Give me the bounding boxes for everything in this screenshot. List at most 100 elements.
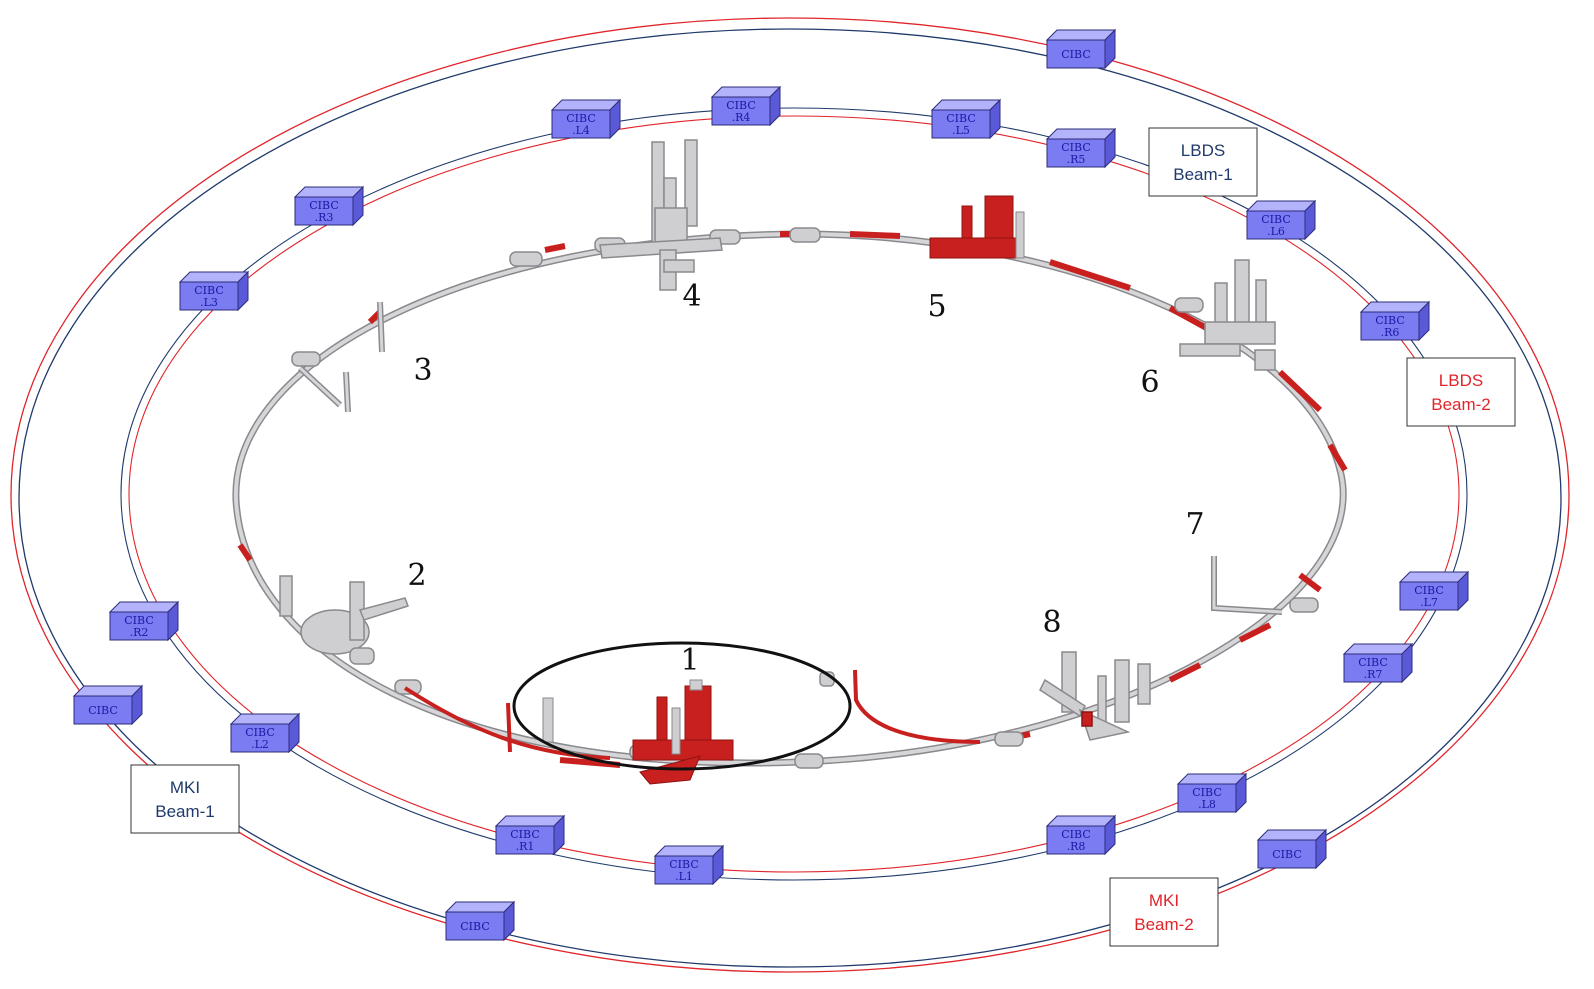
system-box-frame [1148,127,1258,197]
cibc-module-l3: CIBC.L3 [178,270,250,312]
cibc-module-outer-left: CIBC [72,684,144,726]
cibc-module-r3: CIBC.R3 [293,185,365,227]
cibc-module-top [229,713,301,725]
cibc-module-location: .L8 [1198,798,1216,811]
cibc-module-front [230,723,290,753]
system-name: LBDS [1181,141,1225,160]
cibc-module-location: .L1 [675,870,693,883]
cibc-module-location: .R1 [516,840,535,853]
cibc-module-l5: CIBC.L5 [930,98,1002,140]
cibc-module-front [294,196,354,226]
cibc-module-location: .L3 [200,296,218,309]
cibc-module-top [1045,815,1117,827]
system-box-mki-beam2: MKI Beam-2 [1109,877,1219,947]
cibc-module-location: .R5 [1067,153,1086,166]
point1-small-ring [512,641,852,771]
cibc-module-top [653,845,725,857]
cibc-module-front [1046,138,1106,168]
cibc-module-top [710,86,782,98]
cibc-module-location: .R3 [315,211,334,224]
cibc-module-location: .R7 [1364,668,1383,681]
cibc-module-r7: CIBC.R7 [1342,642,1414,684]
cibc-module-r2: CIBC.R2 [108,600,180,642]
cibc-module-top [930,99,1002,111]
cibc-module-top [494,815,566,827]
cibc-module-name: CIBC [946,112,975,125]
cibc-module-top [1245,200,1317,212]
system-beam: Beam-2 [1134,915,1194,934]
system-name: LBDS [1439,371,1483,390]
cibc-module-name: CIBC [1061,141,1090,154]
cibc-module-r5: CIBC.R5 [1045,127,1117,169]
point7-structure [1211,556,1283,615]
point8-structure [1039,651,1151,741]
cibc-module-top [293,186,365,198]
system-box-frame [1406,357,1516,427]
cibc-module-name: CIBC [1061,828,1090,841]
cibc-module-front [109,611,169,641]
cibc-module-front [1046,39,1106,69]
cibc-module-name: CIBC [460,920,489,933]
system-beam: Beam-2 [1431,395,1491,414]
cibc-module-outer-top: CIBC [1045,28,1117,70]
cibc-module-name: CIBC [1061,48,1090,61]
sector-label-1: 1 [680,643,699,678]
inner-beam1-loop [120,107,1468,881]
cibc-module-front [1246,210,1306,240]
sector-label-2: 2 [407,558,426,593]
system-box-lbds-beam2: LBDS Beam-2 [1406,357,1516,427]
cibc-module-top [1045,29,1117,41]
cibc-module-top [1045,128,1117,140]
cibc-module-location: .L6 [1267,225,1285,238]
cibc-module-name: CIBC [124,614,153,627]
cibc-module-r6: CIBC.R6 [1359,300,1431,342]
system-box-frame [1109,877,1219,947]
system-beam: Beam-1 [155,802,215,821]
cibc-module-r4: CIBC.R4 [710,85,782,127]
cibc-module-l4: CIBC.L4 [550,98,622,140]
inner-beam-loops [120,107,1468,881]
cibc-module-front [1343,653,1403,683]
cibc-module-front [1360,311,1420,341]
cibc-module-front [711,96,771,126]
cibc-module-top [1359,301,1431,313]
cibc-module-location: .R6 [1381,326,1400,339]
cibc-module-location: .L5 [952,124,970,137]
sector-label-8: 8 [1042,605,1061,640]
point3-structure-inner [298,301,384,413]
cibc-module-top [550,99,622,111]
cibc-module-top [1398,571,1470,583]
cibc-module-name: CIBC [1192,786,1221,799]
system-name: MKI [1149,891,1179,910]
cibc-module-name: CIBC [1375,314,1404,327]
outer-beam2-loop [10,17,1570,973]
point1-structure [542,679,734,785]
cibc-module-front [495,825,555,855]
sector-label-3: 3 [413,353,432,388]
outer-beam1-loop [18,28,1562,968]
cibc-module-front [1046,825,1106,855]
cibc-module-location: .R8 [1067,840,1086,853]
cibc-module-location: .L7 [1420,596,1438,609]
cibc-module-name: CIBC [88,704,117,717]
cibc-module-l1: CIBC.L1 [653,844,725,886]
cibc-module-outer-bottom-right: CIBC [1256,828,1328,870]
cibc-module-front [654,855,714,885]
cibc-module-front [1257,839,1317,869]
cibc-module-name: CIBC [726,99,755,112]
sector-label-4: 4 [682,279,701,314]
cibc-module-top [1342,643,1414,655]
cibc-module-location: .L2 [251,738,269,751]
cibc-module-r8: CIBC.R8 [1045,814,1117,856]
cibc-module-name: CIBC [1272,848,1301,861]
cibc-module-top [72,685,144,697]
cibc-module-front [1177,783,1237,813]
cibc-module-front [1399,581,1459,611]
cibc-module-l6: CIBC.L6 [1245,199,1317,241]
cibc-module-top [1256,829,1328,841]
cibc-module-front [445,911,505,941]
